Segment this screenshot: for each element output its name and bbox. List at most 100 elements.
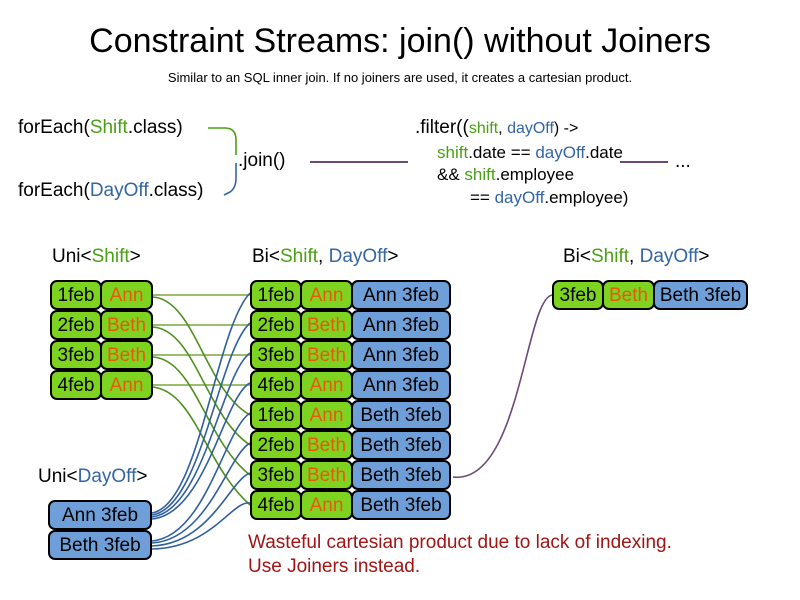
- bi-right-label-suffix: >: [698, 246, 710, 267]
- table-row[interactable]: 4feb Ann Beth 3feb: [250, 490, 453, 520]
- result-shift-employee: Beth: [602, 280, 655, 310]
- shift-employee: Ann: [100, 280, 153, 310]
- uni-shift-label-prefix: Uni<: [52, 246, 92, 267]
- foreach-shift-prefix: forEach(: [18, 117, 90, 138]
- bi-shift-employee: Beth: [300, 430, 353, 460]
- foreach-shift-type: Shift: [89, 117, 128, 138]
- bi-shift-employee: Ann: [300, 400, 353, 430]
- code-ellipsis: ...: [675, 151, 691, 172]
- bi-dayoff-pair: Ann 3feb: [351, 310, 451, 340]
- table-row[interactable]: 4feb Ann Ann 3feb: [250, 370, 453, 400]
- stream-header-uni-shift: Uni<Shift>: [52, 246, 141, 268]
- warning-line-2: Use Joiners instead.: [248, 556, 421, 577]
- stream-header-bi-middle: Bi<Shift, DayOff>: [252, 246, 398, 268]
- uni-dayoff-label-suffix: >: [136, 466, 148, 487]
- foreach-dayoff-suffix: .class): [148, 180, 204, 201]
- warning-line-1: Wasteful cartesian product due to lack o…: [248, 532, 672, 553]
- uni-shift-label-type: Shift: [91, 246, 130, 267]
- bi-shift-date: 1feb: [250, 400, 302, 430]
- list-item[interactable]: Ann 3feb: [48, 500, 152, 530]
- bi-shift-employee: Beth: [300, 340, 353, 370]
- filter-l2-mid: .date ==: [468, 143, 536, 162]
- bi-shift-date: 4feb: [250, 370, 302, 400]
- foreach-shift-suffix: .class): [127, 117, 183, 138]
- bi-right-label-type-a: Shift: [591, 246, 630, 267]
- bi-shift-date: 2feb: [250, 310, 302, 340]
- bi-shift-employee: Ann: [300, 490, 353, 520]
- filter-param-shift: shift: [468, 120, 499, 137]
- shift-employee: Ann: [100, 370, 153, 400]
- filter-l4-suffix: .employee): [544, 188, 629, 207]
- bi-shift-employee: Beth: [300, 310, 353, 340]
- code-join-label: .join(): [238, 150, 286, 171]
- stream-header-uni-dayoff: Uni<DayOff>: [38, 466, 148, 488]
- filter-l2-shift: shift: [437, 143, 469, 162]
- bi-dayoff-pair: Ann 3feb: [351, 280, 451, 310]
- table-row[interactable]: 1feb Ann: [50, 280, 153, 310]
- bi-dayoff-pair: Beth 3feb: [351, 430, 451, 460]
- bi-mid-label-prefix: Bi<: [252, 246, 280, 267]
- table-row[interactable]: 3feb Beth: [50, 340, 153, 370]
- bi-dayoff-pair: Beth 3feb: [351, 400, 451, 430]
- code-filter-line3: && shift.employee: [437, 165, 574, 185]
- code-filter-line2: shift.date == dayOff.date: [437, 143, 623, 163]
- shift-date: 2feb: [50, 310, 102, 340]
- foreach-dayoff-prefix: forEach(: [18, 180, 90, 201]
- table-row[interactable]: 3feb Beth Beth 3feb: [552, 280, 750, 310]
- table-row[interactable]: 2feb Beth Ann 3feb: [250, 310, 453, 340]
- foreach-dayoff-type: DayOff: [89, 180, 149, 201]
- filter-l4-dayoff: dayOff: [494, 188, 545, 207]
- table-row[interactable]: 3feb Beth Beth 3feb: [250, 460, 453, 490]
- table-row[interactable]: 2feb Beth Beth 3feb: [250, 430, 453, 460]
- bi-right-label-comma: ,: [629, 246, 640, 267]
- table-row[interactable]: 1feb Ann Beth 3feb: [250, 400, 453, 430]
- bi-shift-employee: Beth: [300, 460, 353, 490]
- filter-prefix: .filter((: [415, 117, 469, 138]
- filter-comma: ,: [498, 120, 508, 137]
- page-title: Constraint Streams: join() without Joine…: [89, 22, 711, 60]
- code-foreach-shift: forEach(Shift.class): [18, 117, 183, 139]
- bi-right-label-type-b: DayOff: [639, 246, 699, 267]
- table-row[interactable]: 2feb Beth: [50, 310, 153, 340]
- uni-dayoff-label-type: DayOff: [77, 466, 137, 487]
- filter-param-dayoff: dayOff: [507, 120, 554, 137]
- shift-date: 4feb: [50, 370, 102, 400]
- bi-shift-date: 1feb: [250, 280, 302, 310]
- uni-shift-label-suffix: >: [129, 246, 141, 267]
- uni-dayoff-label-prefix: Uni<: [38, 466, 78, 487]
- shift-employee: Beth: [100, 340, 153, 370]
- bi-shift-date: 4feb: [250, 490, 302, 520]
- filter-l4-prefix: ==: [470, 188, 495, 207]
- code-foreach-dayoff: forEach(DayOff.class): [18, 180, 204, 202]
- code-filter-line4: == dayOff.employee): [470, 188, 628, 208]
- filter-l2-suffix: .date: [585, 143, 623, 162]
- bi-dayoff-pair: Beth 3feb: [351, 460, 451, 490]
- shift-date: 3feb: [50, 340, 102, 370]
- table-row[interactable]: 4feb Ann: [50, 370, 153, 400]
- list-item[interactable]: Beth 3feb: [48, 530, 152, 560]
- bi-dayoff-pair: Ann 3feb: [351, 340, 451, 370]
- bi-shift-date: 3feb: [250, 340, 302, 370]
- dayoff-pair: Beth 3feb: [48, 530, 152, 560]
- bi-shift-employee: Ann: [300, 370, 353, 400]
- filter-l2-dayoff: dayOff: [535, 143, 586, 162]
- bi-right-label-prefix: Bi<: [563, 246, 591, 267]
- table-row[interactable]: 1feb Ann Ann 3feb: [250, 280, 453, 310]
- bi-shift-employee: Ann: [300, 280, 353, 310]
- shift-employee: Beth: [100, 310, 153, 340]
- bi-mid-label-type-b: DayOff: [328, 246, 388, 267]
- filter-arrow: ) ->: [553, 120, 579, 137]
- filter-l3-prefix: &&: [437, 165, 465, 184]
- bi-dayoff-pair: Beth 3feb: [351, 490, 451, 520]
- dayoff-pair: Ann 3feb: [48, 500, 152, 530]
- result-shift-date: 3feb: [552, 280, 604, 310]
- filter-l3-suffix: .employee: [495, 165, 575, 184]
- bi-mid-label-suffix: >: [387, 246, 399, 267]
- bi-dayoff-pair: Ann 3feb: [351, 370, 451, 400]
- page-subtitle: Similar to an SQL inner join. If no join…: [167, 70, 633, 85]
- shift-date: 1feb: [50, 280, 102, 310]
- table-row[interactable]: 3feb Beth Ann 3feb: [250, 340, 453, 370]
- result-dayoff-pair: Beth 3feb: [653, 280, 748, 310]
- bi-mid-label-comma: ,: [318, 246, 329, 267]
